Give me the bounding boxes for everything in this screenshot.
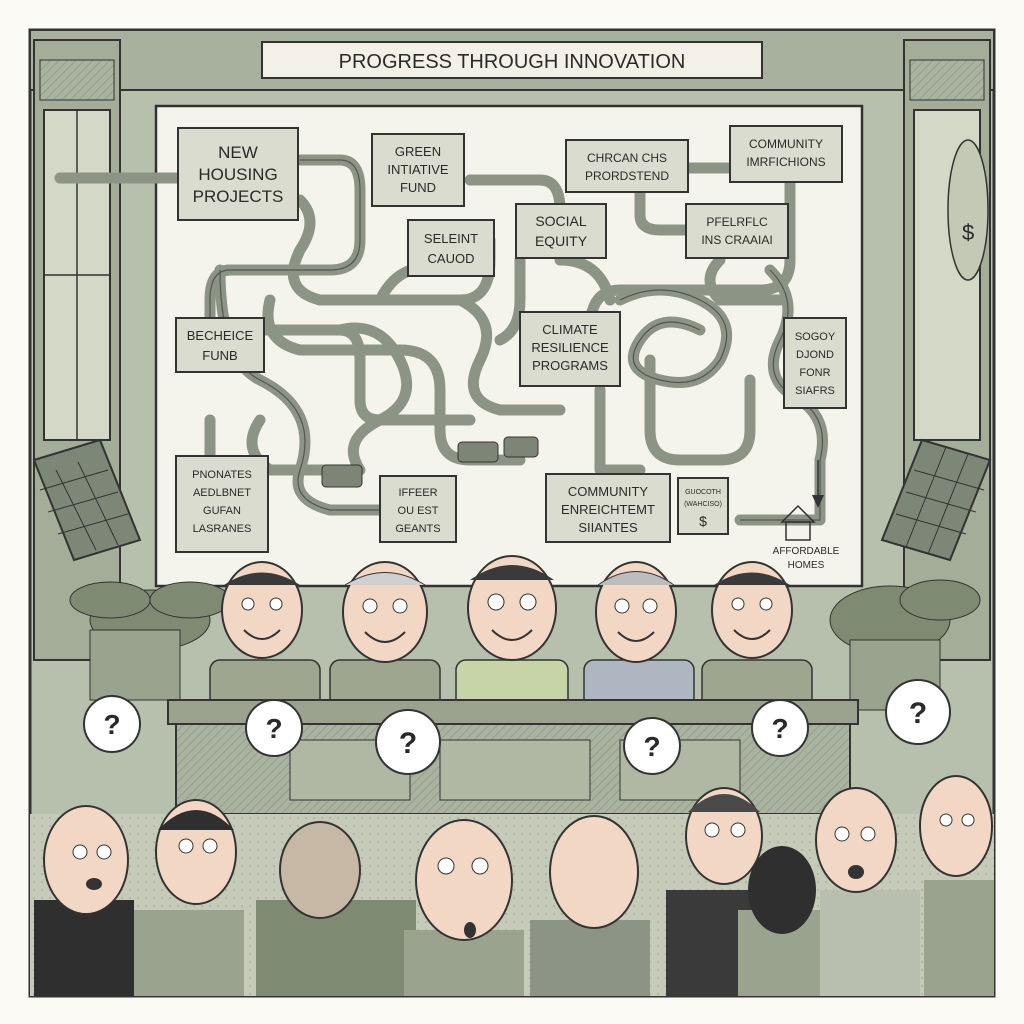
svg-text:CAUOD: CAUOD bbox=[428, 251, 475, 266]
svg-text:PNONATES: PNONATES bbox=[192, 469, 252, 481]
audience-member-7 bbox=[738, 846, 828, 996]
box-community-enrichment: COMMUNITY ENREICHTEMT SIIANTES bbox=[545, 473, 671, 543]
svg-text:?: ? bbox=[265, 713, 282, 744]
svg-text:SIIANTES: SIIANTES bbox=[578, 520, 638, 535]
svg-text:HOUSING: HOUSING bbox=[198, 165, 277, 184]
box-community-top: COMMUNITY IMRFICHIONS bbox=[729, 125, 843, 183]
left-wall bbox=[33, 39, 121, 661]
question-bubble-1: ? bbox=[83, 695, 141, 753]
svg-text:DJOND: DJOND bbox=[796, 349, 834, 361]
box-sogoy: SOGOY DJOND FONR SIAFRS bbox=[783, 317, 847, 409]
flowchart-board: NEW HOUSING PROJECTS GREEN INTIATIVE FUN… bbox=[54, 104, 864, 588]
arrow-head bbox=[812, 495, 824, 508]
svg-text:?: ? bbox=[103, 709, 120, 740]
box-social-equity: SOCIAL EQUITY bbox=[515, 203, 607, 259]
plant-left bbox=[69, 581, 231, 701]
question-bubble-4: ? bbox=[623, 717, 681, 775]
svg-text:?: ? bbox=[909, 697, 927, 730]
svg-text:FUNB: FUNB bbox=[202, 348, 237, 363]
svg-text:?: ? bbox=[643, 731, 660, 762]
question-bubble-5: ? bbox=[751, 699, 809, 757]
box-iffeer: IFFEER OU EST GEANTS bbox=[379, 475, 457, 543]
svg-text:SOGOY: SOGOY bbox=[795, 331, 836, 343]
affordable-homes: AFFORDABLE HOMES bbox=[773, 504, 840, 571]
svg-text:PROGRAMS: PROGRAMS bbox=[532, 358, 608, 373]
svg-text:AFFORDABLE: AFFORDABLE bbox=[773, 546, 840, 557]
box-becheice: BECHEICE FUNB bbox=[175, 317, 265, 373]
box-green-initiative: GREEN INTIATIVE FUND bbox=[371, 133, 465, 207]
svg-text:COMMUNITY: COMMUNITY bbox=[749, 137, 823, 151]
box-housing: NEW HOUSING PROJECTS bbox=[177, 127, 299, 221]
svg-text:LASRANES: LASRANES bbox=[193, 523, 252, 535]
audience-member-4 bbox=[404, 819, 524, 996]
audience-member-3 bbox=[256, 821, 416, 996]
svg-text:GUOCOTH: GUOCOTH bbox=[685, 489, 721, 496]
svg-text:?: ? bbox=[771, 713, 788, 744]
banner-title: PROGRESS THROUGH INNOVATION bbox=[339, 51, 686, 73]
audience-member-5 bbox=[530, 815, 650, 996]
audience bbox=[34, 775, 994, 996]
svg-text:RESILIENCE: RESILIENCE bbox=[531, 340, 609, 355]
svg-text:PRORDSTEND: PRORDSTEND bbox=[585, 169, 669, 183]
banner: PROGRESS THROUGH INNOVATION bbox=[261, 41, 763, 79]
svg-text:(WAHCISO): (WAHCISO) bbox=[684, 501, 722, 508]
audience-member-9 bbox=[919, 775, 994, 996]
svg-text:COMMUNITY: COMMUNITY bbox=[568, 484, 648, 499]
svg-text:INTIATIVE: INTIATIVE bbox=[387, 162, 448, 177]
right-wall: $ bbox=[903, 39, 991, 661]
box-climate: CLIMATE RESILIENCE PROGRAMS bbox=[519, 311, 621, 387]
box-pfelrflc: PFELRFLC INS CRAAIAI bbox=[685, 203, 789, 259]
box-small-guocoth: GUOCOTH (WAHCISO) $ bbox=[677, 477, 729, 535]
question-bubble-2: ? bbox=[245, 699, 303, 757]
box-seleint: SELEINT CAUOD bbox=[407, 219, 495, 277]
svg-text:EQUITY: EQUITY bbox=[535, 233, 588, 249]
svg-text:FUND: FUND bbox=[400, 180, 436, 195]
svg-text:SIAFRS: SIAFRS bbox=[795, 385, 835, 397]
svg-text:GREEN: GREEN bbox=[395, 144, 441, 159]
audience-member-1 bbox=[34, 805, 134, 996]
question-bubbles: ? ? ? ? ? ? bbox=[83, 679, 951, 775]
svg-text:GEANTS: GEANTS bbox=[395, 523, 440, 535]
question-bubble-6: ? bbox=[885, 679, 951, 745]
audience-member-8 bbox=[815, 787, 920, 996]
question-bubble-3: ? bbox=[375, 709, 441, 775]
svg-text:CLIMATE: CLIMATE bbox=[542, 322, 598, 337]
solar-panel-left bbox=[32, 438, 142, 562]
svg-text:SOCIAL: SOCIAL bbox=[535, 213, 587, 229]
official-4 bbox=[583, 561, 695, 721]
svg-text:ENREICHTEMT: ENREICHTEMT bbox=[561, 502, 655, 517]
svg-text:$: $ bbox=[699, 513, 707, 529]
svg-text:AEDLBNET: AEDLBNET bbox=[193, 487, 251, 499]
box-pnonates: PNONATES AEDLBNET GUFAN LASRANES bbox=[175, 455, 269, 553]
window-dollar-sign: $ bbox=[962, 220, 974, 245]
svg-text:IMRFICHIONS: IMRFICHIONS bbox=[746, 155, 825, 169]
box-chrcan: CHRCAN CHS PRORDSTEND bbox=[565, 139, 689, 193]
svg-text:NEW: NEW bbox=[218, 143, 258, 162]
audience-member-2 bbox=[134, 799, 244, 996]
broken-pipe-ends bbox=[321, 436, 539, 488]
svg-text:PFELRFLC: PFELRFLC bbox=[706, 215, 768, 229]
svg-text:PROJECTS: PROJECTS bbox=[193, 187, 284, 206]
svg-text:FONR: FONR bbox=[799, 367, 830, 379]
svg-text:CHRCAN CHS: CHRCAN CHS bbox=[587, 151, 667, 165]
svg-text:?: ? bbox=[399, 727, 417, 760]
svg-text:GUFAN: GUFAN bbox=[203, 505, 241, 517]
solar-panel-right bbox=[880, 438, 992, 562]
svg-text:OU EST: OU EST bbox=[398, 505, 439, 517]
svg-text:BECHEICE: BECHEICE bbox=[187, 328, 254, 343]
svg-text:HOMES: HOMES bbox=[788, 560, 825, 571]
svg-text:IFFEER: IFFEER bbox=[398, 487, 437, 499]
svg-text:SELEINT: SELEINT bbox=[424, 231, 478, 246]
svg-text:INS CRAAIAI: INS CRAAIAI bbox=[701, 233, 772, 247]
